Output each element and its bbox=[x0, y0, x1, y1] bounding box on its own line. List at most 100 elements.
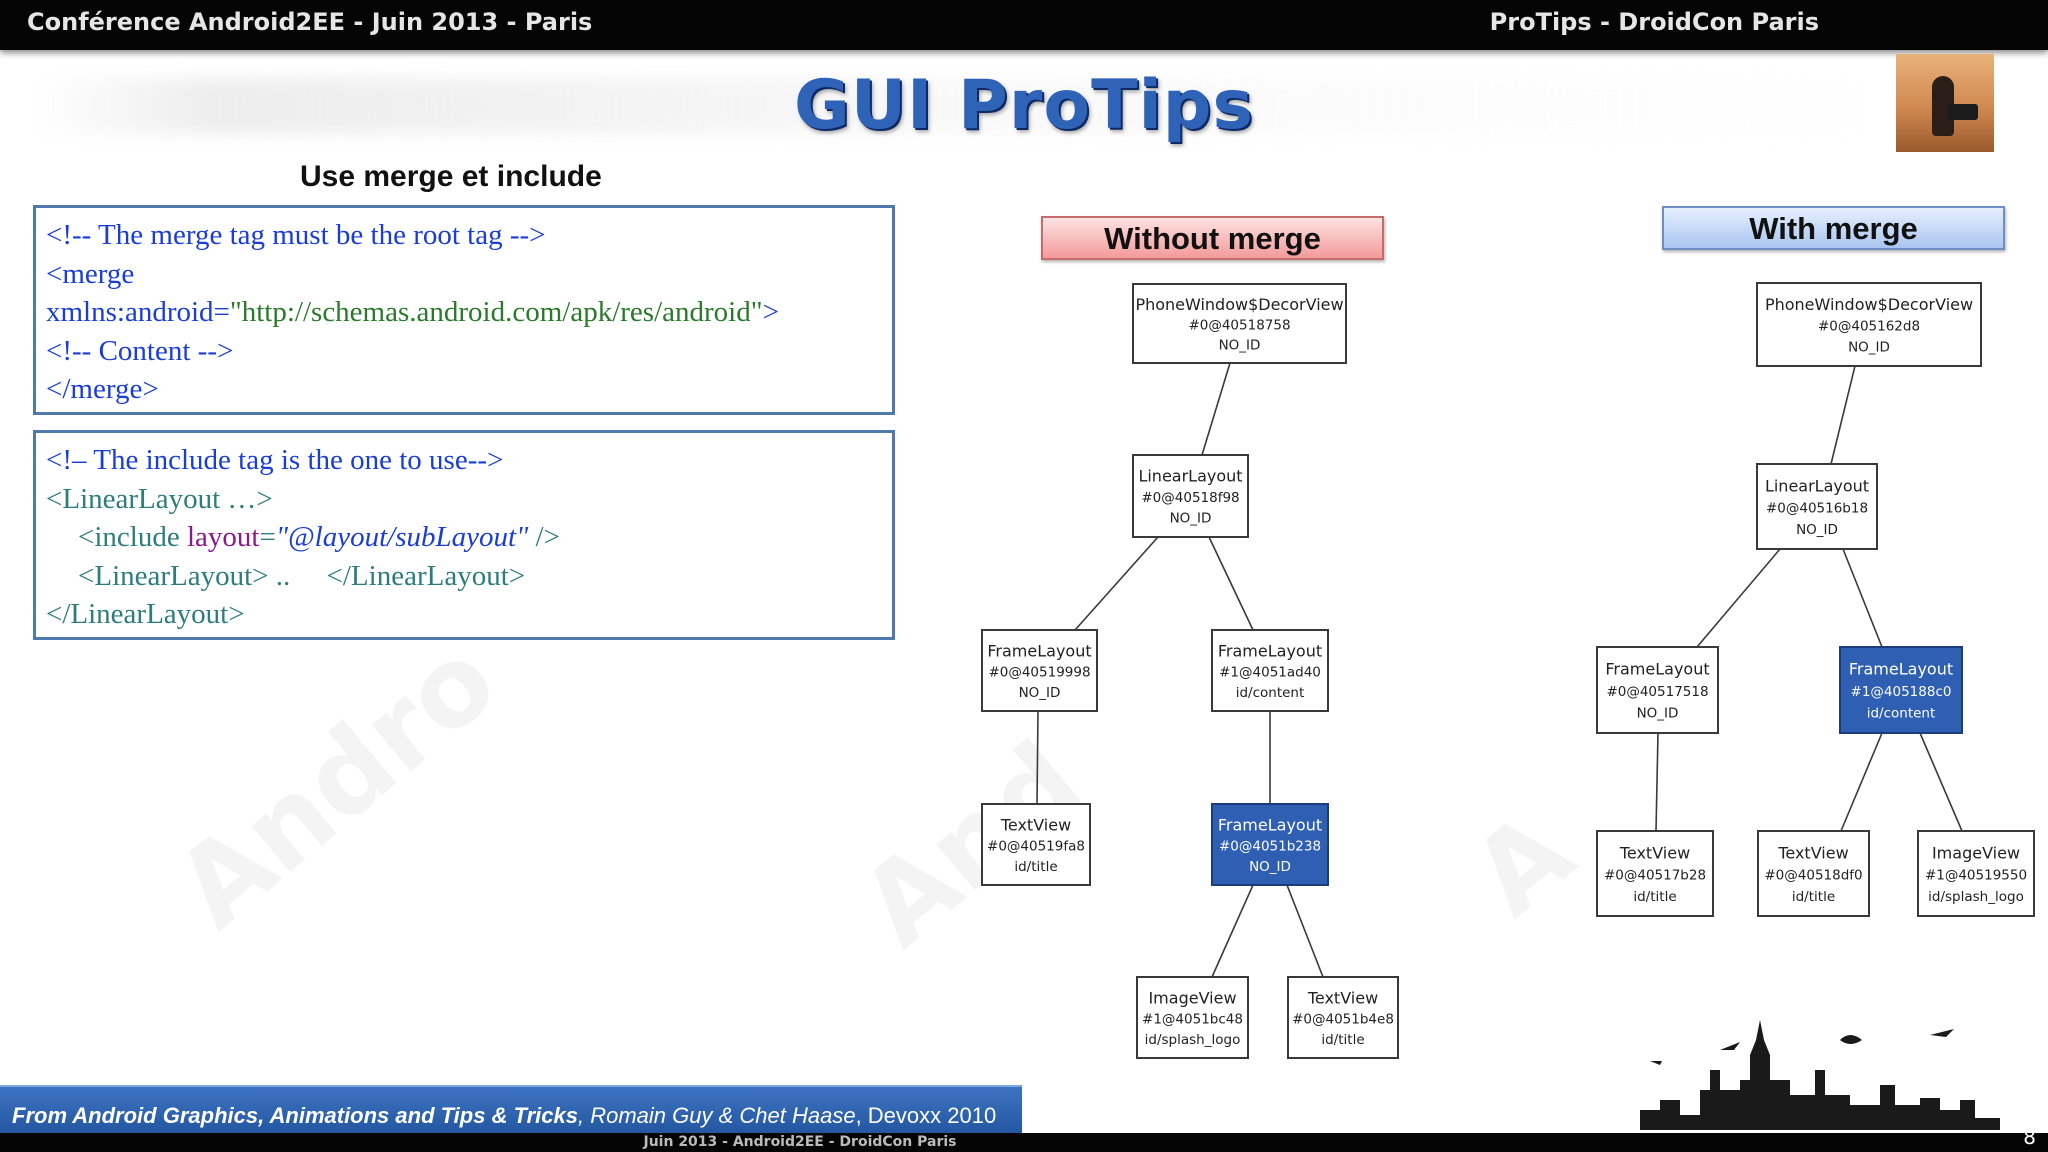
node-id: id/title bbox=[1014, 859, 1057, 875]
code-attr: layout bbox=[186, 521, 260, 553]
node-type: TextView bbox=[1619, 843, 1690, 862]
node-box bbox=[1757, 830, 1870, 917]
tree-edge bbox=[1655, 732, 1659, 832]
code-line: <!-- The merge tag must be the root tag … bbox=[46, 219, 546, 251]
node-id: NO_ID bbox=[1637, 706, 1679, 722]
source-title: From Android Graphics, Animations and Ti… bbox=[12, 1103, 578, 1128]
code-punct: = bbox=[259, 521, 276, 553]
node-address: #0@4051b4e8 bbox=[1292, 1012, 1394, 1028]
node-id: NO_ID bbox=[1170, 511, 1212, 527]
code-line: </merge> bbox=[46, 373, 159, 405]
header-bar: Conférence Android2EE - Juin 2013 - Pari… bbox=[0, 0, 2048, 50]
code-value: "http://schemas.android.com/apk/res/andr… bbox=[229, 296, 763, 328]
node-address: #1@4051ad40 bbox=[1219, 665, 1321, 681]
node-type: FrameLayout bbox=[1218, 641, 1322, 660]
page-number: 8 bbox=[2023, 1125, 2036, 1149]
paris-skyline-illustration bbox=[1600, 1020, 2000, 1130]
node-type: TextView bbox=[1000, 815, 1071, 834]
camera-shape bbox=[1948, 104, 1978, 120]
node-address: #1@405188c0 bbox=[1851, 684, 1952, 700]
bird-shape bbox=[1720, 1042, 1740, 1050]
node-address: #0@40519fa8 bbox=[987, 839, 1085, 855]
node-id: id/splash_logo bbox=[1145, 1032, 1241, 1048]
tree-edge bbox=[1201, 362, 1231, 456]
code-punct: > bbox=[762, 296, 779, 328]
code-line: <LinearLayout …> bbox=[46, 482, 273, 515]
node-box bbox=[1756, 463, 1878, 550]
node-address: #1@40519550 bbox=[1925, 868, 2027, 884]
node-address: #1@4051bc48 bbox=[1142, 1012, 1243, 1028]
tree-edge bbox=[1919, 732, 1963, 832]
event-title: ProTips - DroidCon Paris bbox=[1489, 8, 1819, 36]
node-id: NO_ID bbox=[1219, 337, 1261, 353]
node-id: NO_ID bbox=[1249, 859, 1291, 875]
node-id: id/title bbox=[1321, 1032, 1364, 1048]
cloud-shape bbox=[1840, 1035, 1862, 1044]
tree-node: ImageView #1@4051bc48 id/splash_logo bbox=[1136, 976, 1249, 1059]
tree-edge bbox=[1208, 536, 1254, 631]
node-box bbox=[981, 629, 1098, 712]
node-address: #0@4051b238 bbox=[1219, 839, 1321, 855]
bottom-caption: Juin 2013 - Android2EE - DroidCon Paris bbox=[643, 1134, 957, 1150]
code-line: </LinearLayout> bbox=[46, 598, 245, 630]
node-id: id/title bbox=[1633, 889, 1676, 905]
node-type: TextView bbox=[1777, 843, 1848, 862]
node-address: #0@40518758 bbox=[1188, 318, 1290, 334]
node-address: #0@40519998 bbox=[988, 665, 1090, 681]
node-box bbox=[1917, 830, 2035, 917]
tree-node: TextView #0@40519fa8 id/title bbox=[981, 803, 1091, 886]
node-id: id/title bbox=[1792, 889, 1835, 905]
code-attr: xmlns:android= bbox=[46, 296, 230, 328]
section-subtitle: Use merge et include bbox=[300, 160, 602, 193]
tree-edge bbox=[1074, 536, 1159, 631]
code-tag: <include bbox=[78, 521, 187, 553]
node-box bbox=[1839, 646, 1963, 734]
speaker-photo bbox=[1896, 54, 1994, 152]
code-line: <include layout="@layout/subLayout" /> bbox=[46, 518, 882, 557]
node-box bbox=[1136, 976, 1249, 1059]
tree-edge bbox=[1211, 884, 1254, 978]
node-address: #0@40516b18 bbox=[1766, 501, 1868, 517]
node-box bbox=[1132, 454, 1249, 538]
code-line: <LinearLayout> .. </LinearLayout> bbox=[78, 559, 526, 592]
slide-title: GUI ProTips bbox=[794, 66, 1254, 145]
title-band bbox=[30, 78, 1870, 134]
node-box bbox=[1132, 283, 1347, 364]
without-merge-label: Without merge bbox=[1041, 216, 1384, 260]
node-id: id/splash_logo bbox=[1928, 889, 2024, 905]
tree-edge bbox=[1830, 365, 1856, 465]
tree-edge bbox=[1036, 710, 1039, 805]
node-address: #0@40518f98 bbox=[1141, 490, 1239, 506]
bottom-bar: Juin 2013 - Android2EE - DroidCon Paris bbox=[0, 1133, 2048, 1152]
node-box bbox=[1287, 976, 1399, 1059]
node-type: FrameLayout bbox=[987, 641, 1091, 660]
node-box bbox=[1596, 830, 1714, 917]
node-box bbox=[1211, 803, 1329, 886]
node-address: #0@40517b28 bbox=[1604, 868, 1706, 884]
node-id: NO_ID bbox=[1848, 339, 1890, 355]
node-type: LinearLayout bbox=[1765, 476, 1869, 495]
node-box bbox=[981, 803, 1091, 886]
code-line: <!-- Content --> bbox=[46, 334, 234, 367]
tree-node: TextView #0@40517b28 id/title bbox=[1596, 830, 1714, 917]
tree-node: ImageView #1@40519550 id/splash_logo bbox=[1917, 830, 2035, 917]
skyline-silhouette bbox=[1600, 1020, 2000, 1130]
source-event: , Devoxx 2010 bbox=[855, 1103, 997, 1128]
node-type: ImageView bbox=[1932, 843, 2020, 862]
code-line: <!– The include tag is the one to use--> bbox=[46, 444, 504, 476]
with-merge-label: With merge bbox=[1662, 206, 2005, 250]
node-type: ImageView bbox=[1148, 988, 1236, 1007]
node-address: #0@40517518 bbox=[1606, 684, 1708, 700]
node-type: PhoneWindow$DecorView bbox=[1135, 295, 1343, 314]
node-type: FrameLayout bbox=[1605, 660, 1709, 679]
